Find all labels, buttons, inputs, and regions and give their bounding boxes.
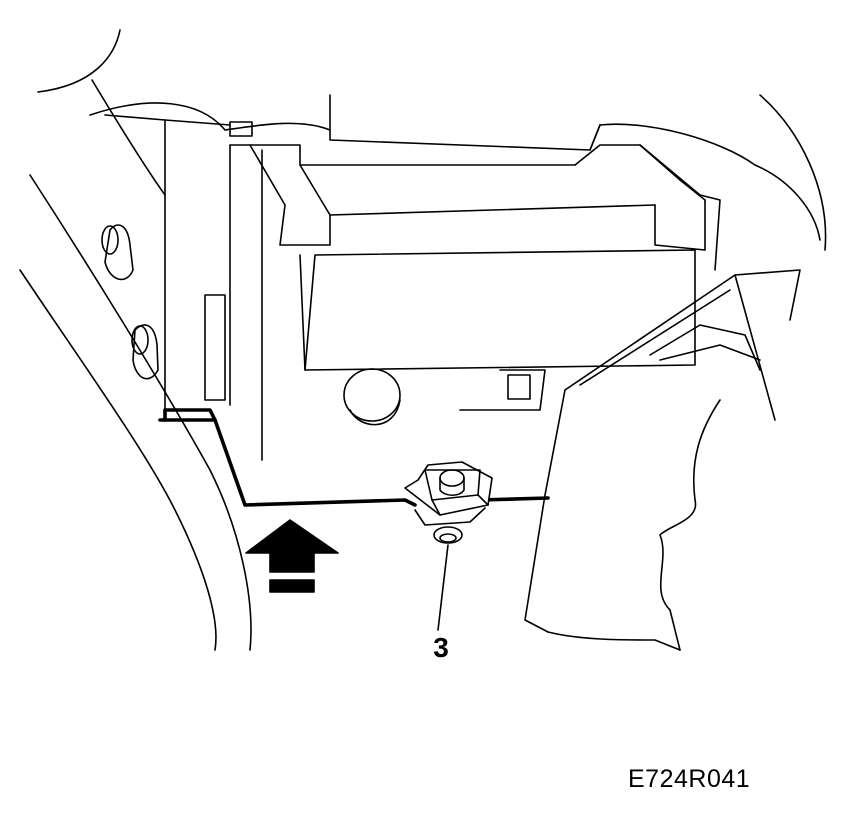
mounting-bracket — [524, 269, 801, 651]
figure-reference-code: E724R041 — [628, 765, 751, 793]
module-housing — [229, 144, 721, 461]
callout-3-leader — [437, 544, 449, 631]
upper-background-panel — [37, 29, 827, 251]
up-arrow-icon — [245, 519, 339, 593]
left-trim-panel — [19, 79, 252, 651]
housing-details — [343, 368, 546, 426]
housing-lower-edge — [158, 408, 550, 507]
fastener-clip — [404, 461, 493, 544]
callout-label-3: 3 — [433, 632, 449, 663]
